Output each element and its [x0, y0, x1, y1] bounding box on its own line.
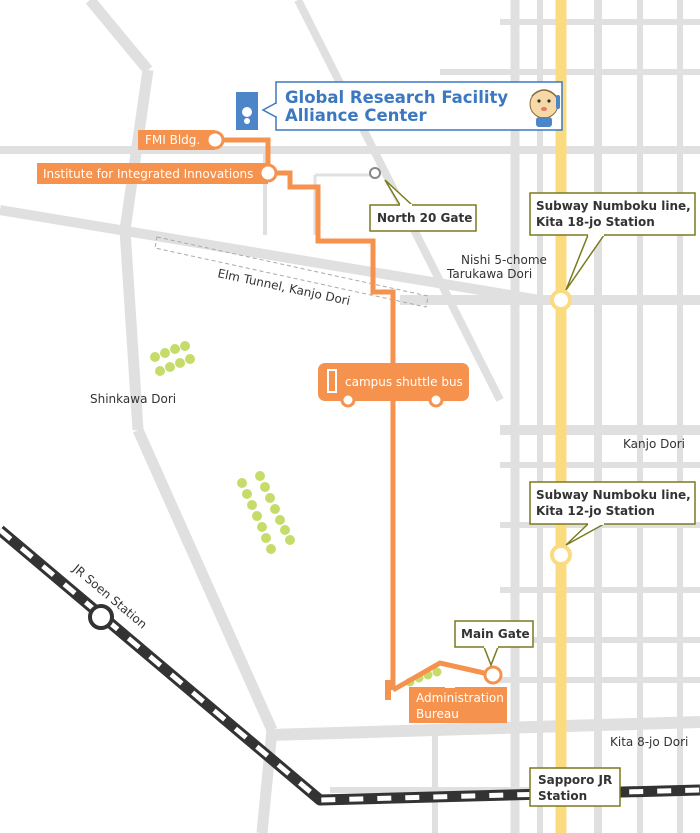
nishi5-label-line1: Nishi 5-chome [461, 253, 547, 267]
kita18-label-line2: Kita 18-jo Station [536, 215, 655, 229]
sapporo-label-line1: Sapporo JR [538, 773, 612, 787]
destination-callout[interactable]: Global Research Facility Alliance Center [236, 81, 563, 131]
shinkawa-label: Shinkawa Dori [90, 392, 176, 406]
destination-title-line2: Alliance Center [285, 106, 427, 125]
institute-building-label: Institute for Integrated Innovations [43, 167, 253, 181]
bus-icon [327, 369, 337, 393]
sapporo-jr-station[interactable]: Sapporo JR Station [529, 767, 621, 807]
shuttle-bus-label: campus shuttle bus [345, 375, 463, 389]
elm-tunnel-outline [154, 236, 429, 308]
institute-building[interactable]: Institute for Integrated Innovations [37, 163, 278, 184]
walking-route [217, 137, 494, 700]
kita8-label: Kita 8-jo Dori [610, 735, 688, 749]
kita12-label-line1: Subway Numboku line, [536, 488, 691, 502]
fmi-building[interactable]: FMI Bldg. [138, 130, 225, 150]
shuttle-bus[interactable]: campus shuttle bus [318, 363, 469, 408]
admin-label-line2: Bureau [416, 707, 459, 721]
north-gate-label: North 20 Gate [377, 211, 472, 225]
jr-soen-station-marker[interactable] [88, 604, 114, 630]
nishi5-label-line2: Tarukawa Dori [446, 267, 532, 281]
sapporo-label-line2: Station [538, 789, 587, 803]
fmi-marker [205, 130, 225, 150]
fmi-building-label: FMI Bldg. [145, 133, 200, 147]
kita18-station-marker [550, 289, 572, 311]
main-gate-callout[interactable]: Main Gate [454, 620, 534, 668]
administration-bureau[interactable]: Administration Bureau [409, 678, 507, 723]
kanjo-label: Kanjo Dori [623, 437, 685, 451]
admin-label-line1: Administration [416, 691, 504, 705]
kita18-label-line1: Subway Numboku line, [536, 199, 691, 213]
north-gate-callout[interactable]: North 20 Gate [369, 179, 477, 232]
main-gate-marker [483, 665, 503, 685]
elm-tunnel-label: Elm Tunnel, Kanjo Dori [216, 266, 351, 308]
institute-marker [258, 163, 278, 183]
north-gate-marker [369, 167, 381, 179]
kita12-station-marker [550, 544, 572, 566]
main-gate-label: Main Gate [461, 627, 530, 641]
kita18-callout[interactable]: Subway Numboku line, Kita 18-jo Station [529, 192, 696, 291]
kita12-label-line2: Kita 12-jo Station [536, 504, 655, 518]
destination-title-line1: Global Research Facility [285, 88, 508, 107]
mascot-icon [529, 89, 560, 127]
kita12-callout[interactable]: Subway Numboku line, Kita 12-jo Station [529, 481, 696, 546]
